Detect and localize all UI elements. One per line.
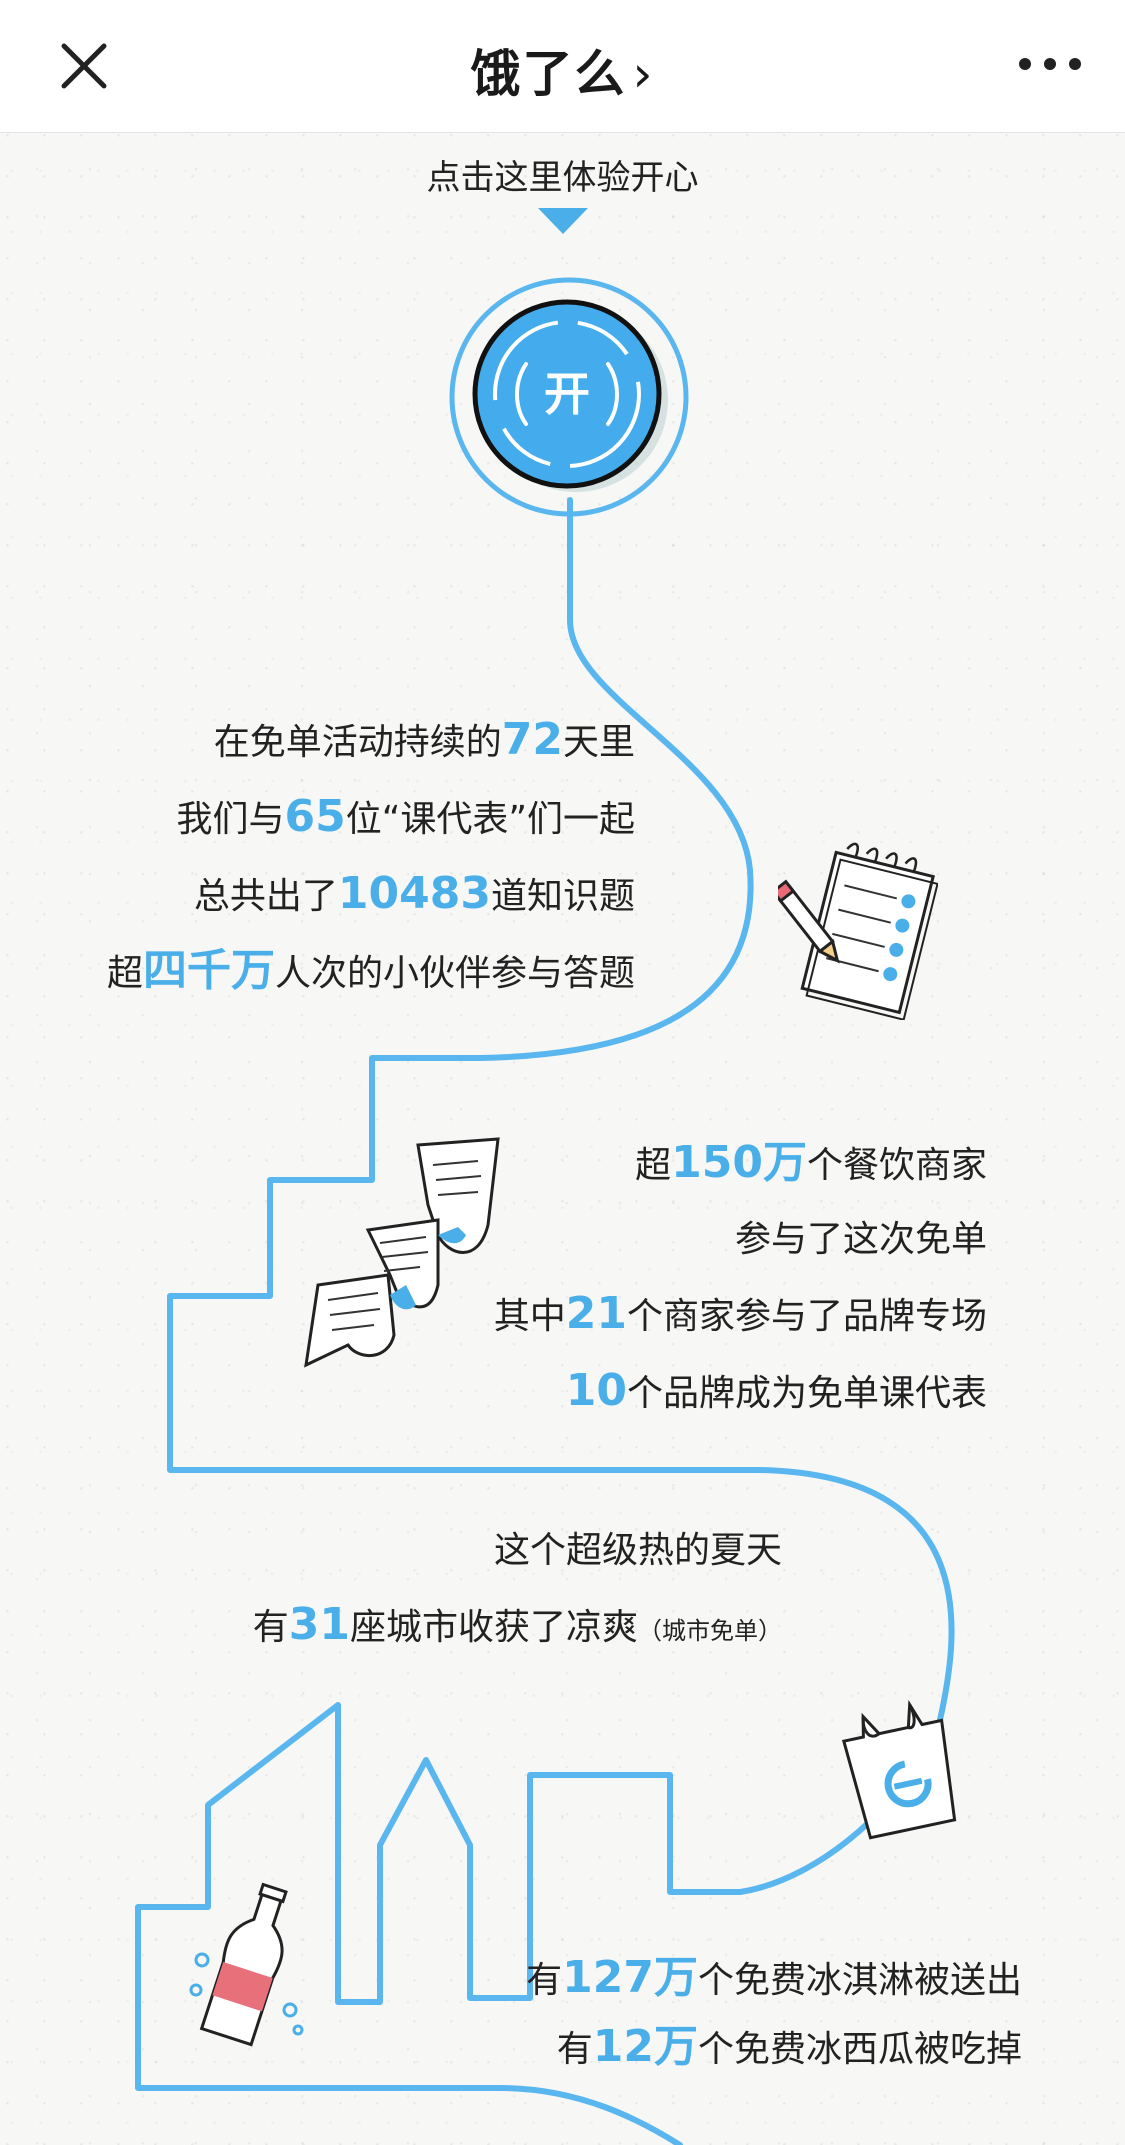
down-arrow-icon: [538, 208, 588, 234]
stat-number: 65: [284, 791, 346, 842]
stat-number: 21: [565, 1288, 627, 1339]
stat-number: 127万: [562, 1952, 698, 2003]
stat-line: 总共出了10483道知识题: [193, 868, 635, 919]
stat-note: （城市免单）: [638, 1617, 782, 1645]
nav-bar: 饿了么›: [0, 0, 1125, 133]
stats-block-3: 这个超级热的夏天 有31座城市收获了凉爽（城市免单）: [253, 1514, 782, 1668]
stat-line: 在免单活动持续的72天里: [213, 714, 635, 765]
soda-bottle-icon: [189, 1882, 304, 2047]
receipts-icon: [304, 1137, 500, 1368]
stat-line: 10个品牌成为免单课代表: [565, 1365, 987, 1416]
stat-line: 超四千万人次的小伙伴参与答题: [106, 945, 635, 996]
notebook-pencil-icon: [778, 842, 938, 1020]
stats-block-1: 在免单活动持续的72天里 我们与65位“课代表”们一起 总共出了10483道知识…: [107, 703, 635, 1011]
stat-line: 我们与65位“课代表”们一起: [176, 791, 635, 842]
stat-line: 有127万个免费冰淇淋被送出: [526, 1952, 1022, 2003]
stat-line: 有31座城市收获了凉爽（城市免单）: [252, 1599, 782, 1650]
stat-number: 31: [288, 1599, 350, 1650]
stat-line: 这个超级热的夏天: [493, 1530, 782, 1571]
stat-number: 150万: [671, 1137, 807, 1188]
stat-line: 其中21个商家参与了品牌专场: [493, 1288, 987, 1339]
app-name: 饿了么: [470, 45, 627, 103]
shopping-bag-icon: [841, 1699, 957, 1840]
stats-block-2: 超150万个餐饮商家 参与了这次免单 其中21个商家参与了品牌专场 10个品牌成…: [494, 1126, 987, 1431]
route-segment-top: [135, 497, 955, 2145]
start-button[interactable]: 开: [444, 272, 694, 522]
stat-line: 参与了这次免单: [734, 1219, 987, 1260]
stat-number: 12万: [592, 2021, 698, 2072]
nav-title[interactable]: 饿了么›: [0, 34, 1125, 106]
stat-number: 72: [501, 714, 563, 765]
stat-line: 超150万个餐饮商家: [635, 1137, 987, 1188]
more-dots-icon[interactable]: [1015, 44, 1085, 84]
stat-line: 有12万个免费冰西瓜被吃掉: [556, 2021, 1022, 2072]
stat-number: 10: [565, 1365, 627, 1416]
start-button-label: 开: [544, 367, 590, 421]
stat-number: 10483: [337, 868, 491, 919]
stats-block-4: 有127万个免费冰淇淋被送出 有12万个免费冰西瓜被吃掉: [526, 1945, 1022, 2083]
chevron-right-icon: ›: [632, 45, 655, 103]
start-hint: 点击这里体验开心: [426, 158, 699, 198]
close-icon[interactable]: [48, 30, 120, 102]
stat-number: 四千万: [142, 945, 275, 996]
